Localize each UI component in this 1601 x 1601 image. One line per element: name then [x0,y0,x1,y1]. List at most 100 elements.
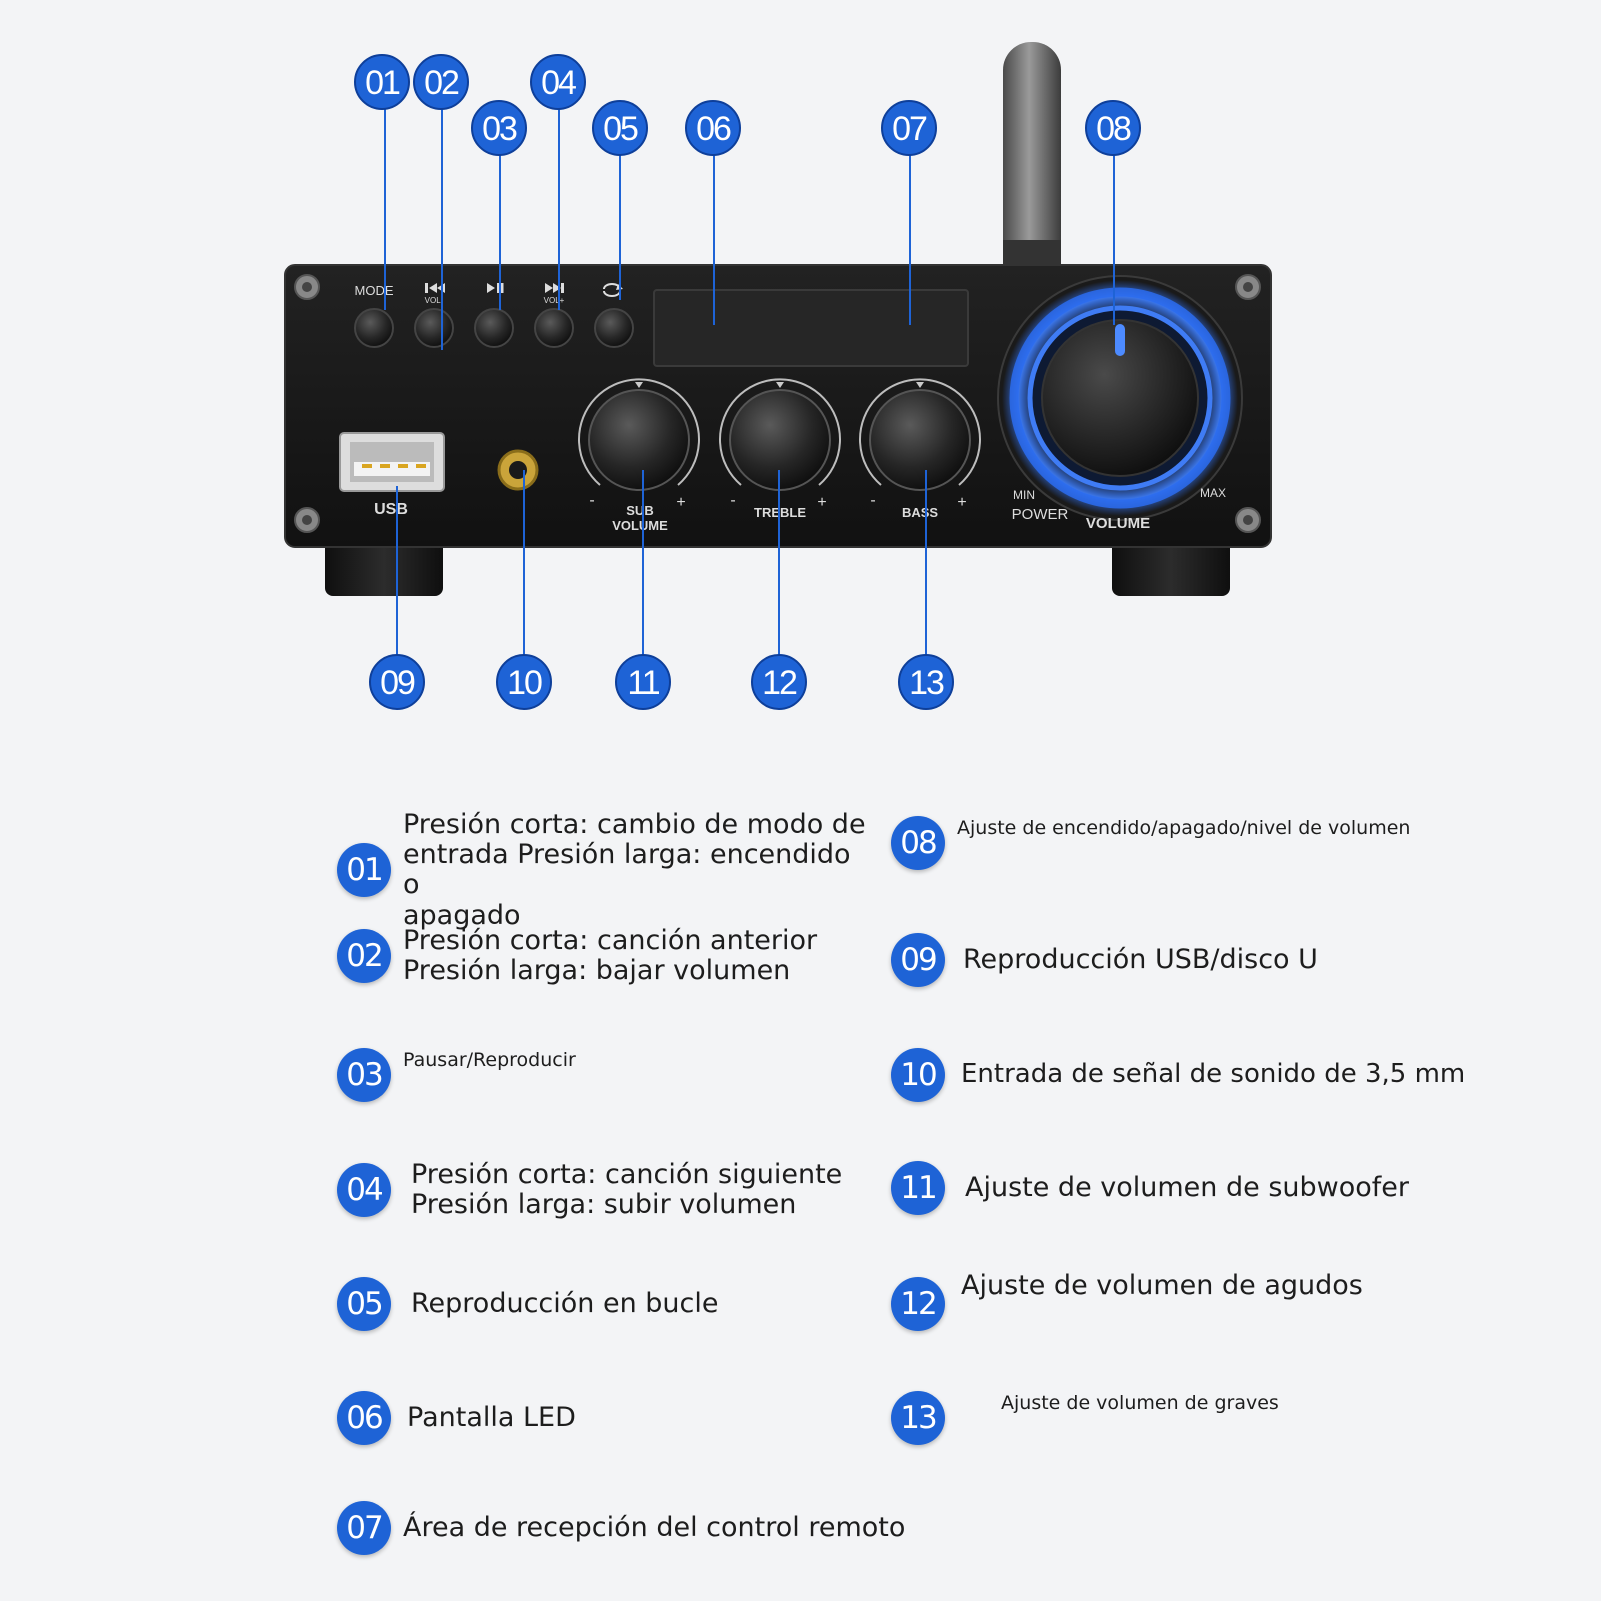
sub-volume-label: VOLUME [612,518,668,533]
treble-plus-label: + [817,494,826,511]
callout-badge-10: 10 [496,654,552,710]
legend-item-01: 01 Presión corta: cambio de modo de entr… [337,809,873,931]
svg-text:04: 04 [541,64,576,102]
legend-badge: 12 [891,1277,945,1331]
antenna-icon [1003,42,1061,274]
legend-badge: 02 [337,929,391,984]
svg-text:12: 12 [762,664,797,702]
next-icon [545,283,564,293]
legend-item-05: 05 Reproducción en bucle [337,1277,719,1331]
legend-text: Ajuste de volumen de graves [1001,1392,1279,1414]
mode-label: MODE [355,283,394,298]
callout-badge-05: 05 [592,100,648,156]
sub-minus-label: - [589,492,594,509]
leader-lines [384,109,1115,655]
legend-badge: 05 [337,1277,391,1331]
legend-item-07: 07 Área de recepción del control remoto [337,1501,905,1555]
legend-text: Presión corta: cambio de modo de entrada… [403,809,866,931]
legend-item-09: 09 Reproducción USB/disco U [891,933,1318,987]
legend-badge: 10 [891,1048,945,1102]
callout-badge-13: 13 [898,654,954,710]
power-volume-knob[interactable] [997,275,1243,521]
svg-text:08: 08 [1096,110,1131,148]
callout-badge-06: 06 [685,100,741,156]
legend-text: Reproducción USB/disco U [963,943,1318,975]
legend-badge: 01 [337,843,391,898]
svg-text:05: 05 [603,110,638,148]
bass-plus-label: + [957,494,966,511]
power-label: POWER [1012,506,1069,523]
legend-text: Reproducción en bucle [411,1287,719,1319]
legend-item-11: 11 Ajuste de volumen de subwoofer [891,1161,1409,1215]
usb-port[interactable] [339,432,445,492]
callout-badge-09: 09 [369,654,425,710]
legend-text: Ajuste de volumen de agudos [961,1270,1363,1301]
min-label: MIN [1013,488,1035,502]
svg-text:03: 03 [482,110,517,148]
legend-item-10: 10 Entrada de señal de sonido de 3,5 mm [891,1048,1465,1102]
sub-volume-knob[interactable] [578,378,700,491]
screw-icon [294,274,1261,533]
prev-button[interactable] [414,308,454,348]
legend-text: Pantalla LED [407,1401,576,1433]
treble-minus-label: - [730,492,735,509]
legend-text: Presión corta: canción anterior Presión … [403,925,818,987]
sub-plus-label: + [676,494,685,511]
bass-label: BASS [902,505,938,520]
legend-text: Ajuste de encendido/apagado/nivel de vol… [957,817,1411,839]
legend-item-13: 13 Ajuste de volumen de graves [891,1391,1279,1445]
bass-minus-label: - [870,492,875,509]
legend-badge: 03 [337,1048,391,1102]
treble-label: TREBLE [754,505,806,520]
led-display [653,289,969,367]
svg-text:06: 06 [696,110,731,148]
svg-text:09: 09 [380,664,415,702]
aux-input-jack[interactable] [497,449,539,491]
next-button[interactable] [534,308,574,348]
legend-text: Ajuste de volumen de subwoofer [965,1171,1409,1203]
volume-label: VOLUME [1086,515,1150,532]
callout-badge-12: 12 [751,654,807,710]
foot-left [325,540,443,596]
callout-badge-07: 07 [881,100,937,156]
callout-badge-11: 11 [615,654,671,710]
legend-badge: 11 [891,1161,945,1215]
legend-badge: 13 [891,1391,945,1445]
callout-badge-04: 04 [530,54,586,110]
legend-badge: 06 [337,1391,391,1445]
svg-text:02: 02 [424,64,459,102]
mode-button[interactable] [354,308,394,348]
legend-text: Entrada de señal de sonido de 3,5 mm [961,1059,1466,1090]
legend-text: Pausar/Reproducir [403,1049,576,1071]
callout-badge-08: 08 [1085,100,1141,156]
legend-badge: 08 [891,816,945,870]
svg-text:01: 01 [365,64,400,102]
legend-item-12: 12 Ajuste de volumen de agudos [891,1270,1363,1331]
legend-item-08: 08 Ajuste de encendido/apagado/nivel de … [891,816,1410,870]
vol-plus-label: VOL+ [544,296,565,305]
legend-text: Presión corta: canción siguiente Presión… [411,1159,843,1221]
svg-text:11: 11 [627,664,659,702]
legend-text: Área de recepción del control remoto [403,1511,906,1543]
legend-badge: 07 [337,1501,391,1555]
callout-badge-03: 03 [471,100,527,156]
legend-item-03: 03 Pausar/Reproducir [337,1048,576,1102]
loop-button[interactable] [594,308,634,348]
vol-minus-label: VOL- [425,296,444,305]
callout-badge-02: 02 [413,54,469,110]
legend-item-04: 04 Presión corta: canción siguiente Pres… [337,1159,881,1221]
sub-label: SUB [626,503,653,518]
play-pause-icon [487,283,504,293]
bass-knob[interactable] [859,378,981,491]
svg-text:10: 10 [507,664,542,702]
foot-right [1112,540,1230,596]
usb-label: USB [374,501,408,518]
callout-badge-01: 01 [354,54,410,110]
legend-badge: 04 [337,1163,391,1218]
legend-item-06: 06 Pantalla LED [337,1391,576,1445]
svg-text:13: 13 [909,664,944,702]
play-pause-button[interactable] [474,308,514,348]
legend-item-02: 02 Presión corta: canción anterior Presi… [337,925,873,987]
